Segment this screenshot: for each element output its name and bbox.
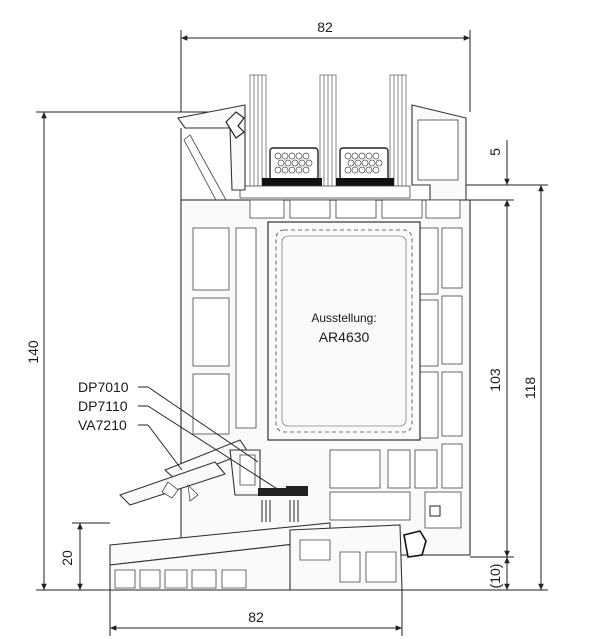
drip-profiles (118, 439, 308, 522)
sash-frame (180, 128, 471, 556)
dimension-bottom-gap: (10) (487, 557, 510, 590)
dimension-right-inner-height: 103 (464, 199, 514, 558)
callout-va7210: VA7210 (78, 417, 183, 471)
dimension-right-inner-height-label: 103 (487, 368, 503, 392)
threshold-sill (109, 522, 427, 591)
glazing-bead-right (411, 104, 467, 201)
dimension-right-outer-height: 118 (404, 184, 548, 591)
callout-va7210-label: VA7210 (78, 417, 127, 433)
glazing-unit (239, 74, 411, 199)
dimension-top-gap: 5 (487, 140, 510, 215)
dimension-top-width: 82 (180, 19, 471, 112)
callout-dp7110-label: DP7110 (78, 398, 128, 414)
callout-dp7110: DP7110 (78, 398, 283, 493)
dimension-top-width-label: 82 (317, 19, 333, 35)
dimension-left-height: 140 (25, 111, 225, 591)
steel-reinforcement: Ausstellung: AR4630 (267, 221, 421, 441)
callout-dp7010-label: DP7010 (78, 379, 129, 395)
dimension-right-outer-height-label: 118 (522, 377, 538, 400)
annotation-title: Ausstellung: (311, 311, 376, 325)
dimension-top-gap-label: 5 (487, 148, 503, 156)
sealant-right (336, 178, 394, 186)
dimension-left-height-label: 140 (25, 340, 41, 364)
callout-dp7010: DP7010 (78, 379, 259, 463)
dimension-bottom-width-label: 82 (248, 609, 264, 625)
dimension-sill-height: 20 (59, 522, 110, 590)
sealant-left (262, 178, 322, 186)
glazing-bead-left (177, 104, 246, 205)
dimension-sill-height-label: 20 (59, 550, 75, 566)
dimension-bottom-gap-label: (10) (487, 564, 503, 589)
annotation-value: AR4630 (319, 329, 370, 345)
